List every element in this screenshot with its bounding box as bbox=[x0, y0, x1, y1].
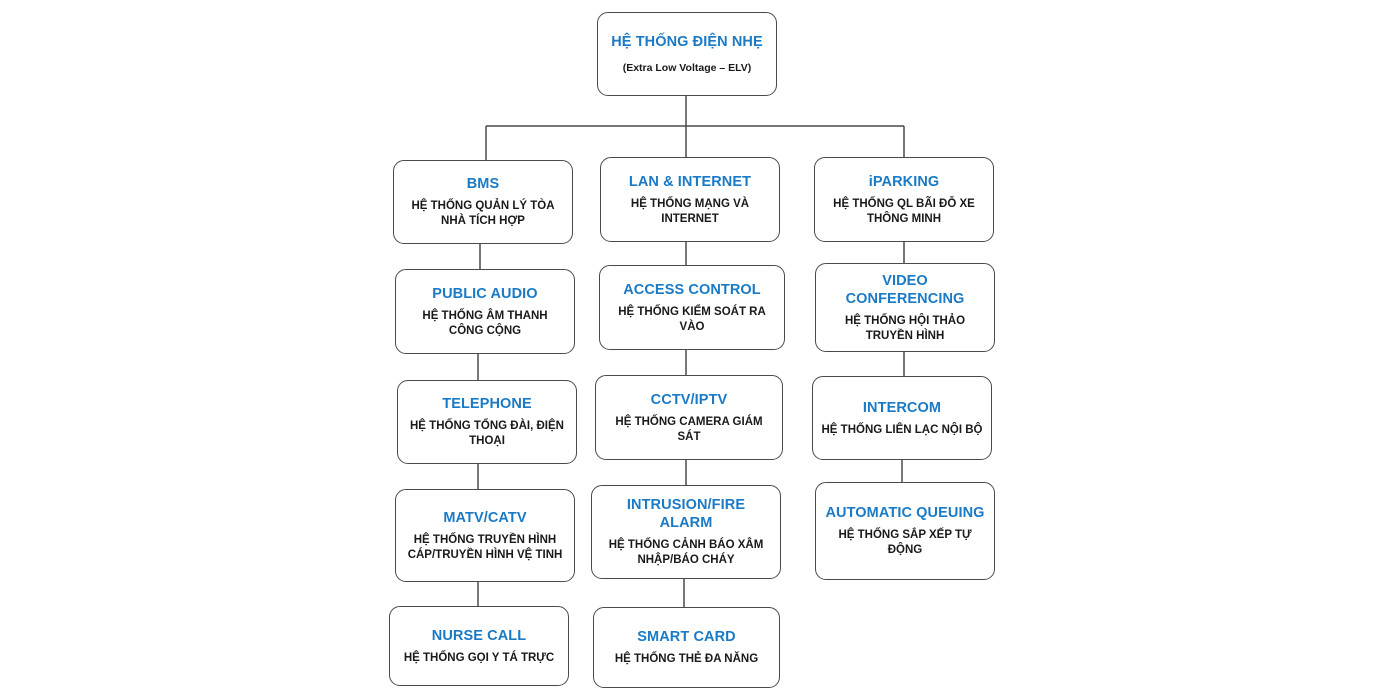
node-nurse-call: NURSE CALL HỆ THỐNG GỌI Y TÁ TRỰC bbox=[389, 606, 569, 686]
node-desc: HỆ THỐNG QL BÃI ĐỖ XE THÔNG MINH bbox=[833, 197, 975, 225]
node-desc: HỆ THỐNG GỌI Y TÁ TRỰC bbox=[403, 651, 555, 664]
node-title: BMS bbox=[466, 176, 500, 192]
node-intercom: INTERCOM HỆ THỐNG LIÊN LẠC NỘI BỘ bbox=[812, 376, 992, 460]
node-telephone: TELEPHONE HỆ THỐNG TỔNG ĐÀI, ĐIỆN THOẠI bbox=[397, 380, 577, 464]
node-desc: HỆ THỐNG THẺ ĐA NĂNG bbox=[614, 653, 759, 665]
root-title: HỆ THỐNG ĐIỆN NHẸ bbox=[611, 33, 763, 50]
node-desc: HỆ THỐNG LIÊN LẠC NỘI BỘ bbox=[821, 423, 983, 436]
node-access-control: ACCESS CONTROL HỆ THỐNG KIỂM SOÁT RA VÀO bbox=[599, 265, 785, 350]
node-desc: HỆ THỐNG CẢNH BÁO XÂM NHẬP/BÁO CHÁY bbox=[608, 539, 764, 566]
node-title: CCTV/IPTV bbox=[650, 391, 728, 408]
node-desc: HỆ THỐNG TRUYỀN HÌNH CÁP/TRUYỀN HÌNH VỆ … bbox=[407, 533, 563, 561]
node-matv-catv: MATV/CATV HỆ THỐNG TRUYỀN HÌNH CÁP/TRUYỀ… bbox=[395, 489, 575, 582]
node-desc: HỆ THỐNG HỘI THẢO TRUYỀN HÌNH bbox=[844, 314, 966, 342]
node-smart-card: SMART CARD HỆ THỐNG THẺ ĐA NĂNG bbox=[593, 607, 780, 688]
node-public-audio: PUBLIC AUDIO HỆ THỐNG ÂM THANH CÔNG CỘNG bbox=[395, 269, 575, 354]
node-title: SMART CARD bbox=[637, 629, 736, 645]
node-title: iPARKING bbox=[868, 173, 940, 190]
node-desc: HỆ THỐNG KIỂM SOÁT RA VÀO bbox=[618, 305, 766, 333]
node-cctv-iptv: CCTV/IPTV HỆ THỐNG CAMERA GIÁM SÁT bbox=[595, 375, 783, 460]
node-desc: HỆ THỐNG CAMERA GIÁM SÁT bbox=[615, 415, 763, 443]
node-lan-internet: LAN & INTERNET HỆ THỐNG MẠNG VÀ INTERNET bbox=[600, 157, 780, 242]
node-title: VIDEO CONFERENCING bbox=[845, 272, 965, 307]
node-desc: HỆ THỐNG TỔNG ĐÀI, ĐIỆN THOẠI bbox=[410, 420, 564, 447]
node-root: HỆ THỐNG ĐIỆN NHẸ (Extra Low Voltage – E… bbox=[597, 12, 777, 96]
node-iparking: iPARKING HỆ THỐNG QL BÃI ĐỖ XE THÔNG MIN… bbox=[814, 157, 994, 242]
node-title: INTRUSION/FIRE ALARM bbox=[626, 497, 746, 531]
node-desc: HỆ THỐNG QUẢN LÝ TÒA NHÀ TÍCH HỢP bbox=[411, 200, 555, 227]
node-automatic-queuing: AUTOMATIC QUEUING HỆ THỐNG SẮP XẾP TỰ ĐỘ… bbox=[815, 482, 995, 580]
node-title: ACCESS CONTROL bbox=[623, 281, 761, 298]
node-title: NURSE CALL bbox=[431, 627, 527, 644]
node-title: TELEPHONE bbox=[442, 396, 532, 412]
node-desc: HỆ THỐNG SẮP XẾP TỰ ĐỘNG bbox=[838, 529, 972, 556]
root-subtitle: (Extra Low Voltage – ELV) bbox=[622, 61, 752, 74]
node-desc: HỆ THỐNG ÂM THANH CÔNG CỘNG bbox=[422, 309, 548, 337]
node-desc: HỆ THỐNG MẠNG VÀ INTERNET bbox=[630, 197, 750, 225]
node-video-conferencing: VIDEO CONFERENCING HỆ THỐNG HỘI THẢO TRU… bbox=[815, 263, 995, 352]
node-bms: BMS HỆ THỐNG QUẢN LÝ TÒA NHÀ TÍCH HỢP bbox=[393, 160, 573, 244]
node-title: LAN & INTERNET bbox=[628, 173, 752, 190]
node-title: INTERCOM bbox=[862, 399, 942, 416]
node-title: PUBLIC AUDIO bbox=[432, 285, 538, 302]
node-title: MATV/CATV bbox=[443, 509, 527, 526]
node-intrusion-fire-alarm: INTRUSION/FIRE ALARM HỆ THỐNG CẢNH BÁO X… bbox=[591, 485, 781, 579]
node-title: AUTOMATIC QUEUING bbox=[825, 505, 985, 521]
